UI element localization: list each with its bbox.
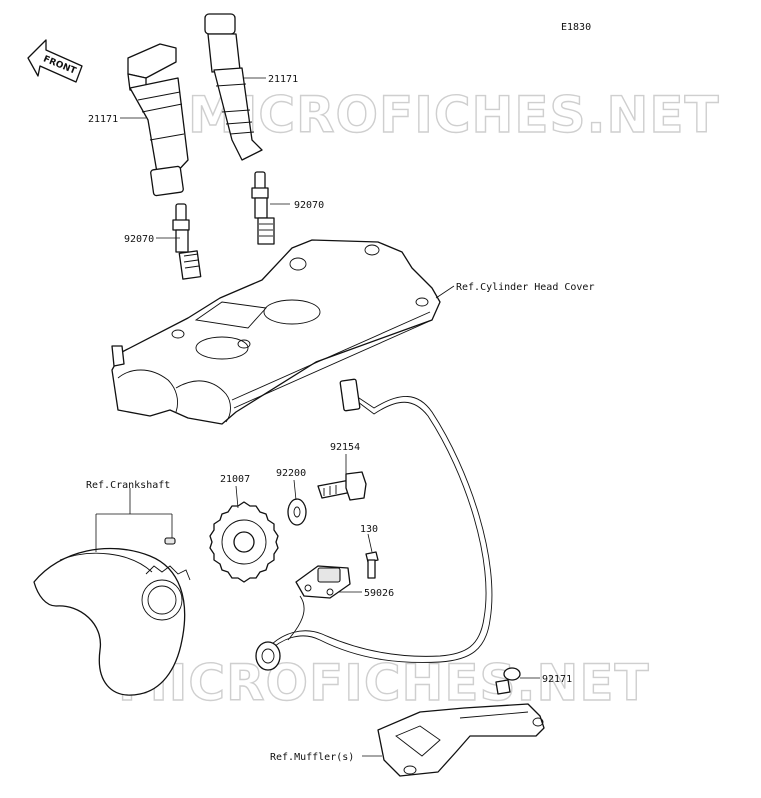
callout-rotor: 21007	[220, 474, 250, 485]
callout-coil-left: 21171	[88, 114, 118, 125]
callout-head-cover: Ref.Cylinder Head Cover	[456, 282, 594, 293]
crank-position-sensor	[295, 565, 351, 599]
watermark-bottom: MICROFICHES.NET	[118, 654, 650, 712]
ignition-coil-left	[127, 43, 189, 197]
ignition-coil-right	[204, 13, 263, 161]
front-arrow-icon: FRONT	[27, 39, 83, 83]
callout-bolt: 92154	[330, 442, 360, 453]
callout-crankshaft: Ref.Crankshaft	[86, 480, 170, 491]
cylinder-head-cover	[111, 239, 441, 425]
callout-washer: 92200	[276, 468, 306, 479]
timing-rotor	[209, 501, 279, 583]
callout-sensor: 59026	[364, 588, 394, 599]
washer	[287, 498, 307, 526]
wire-clamp	[495, 667, 521, 695]
callout-coil-right: 21171	[268, 74, 298, 85]
spark-plug-left	[172, 203, 202, 280]
sensor-wire-harness	[255, 378, 493, 671]
watermark-top: MICROFICHES.NET	[188, 86, 720, 144]
sensor-bolt	[365, 551, 379, 579]
callout-plug-right: 92070	[294, 200, 324, 211]
callout-clamp: 92171	[542, 674, 572, 685]
spark-plug-right	[251, 171, 275, 245]
callout-sensor-bolt: 130	[360, 524, 378, 535]
rotor-bolt	[317, 471, 367, 501]
crankshaft-flywheel	[33, 537, 191, 696]
diagram-code: E1830	[561, 22, 591, 33]
leader-lines	[95, 77, 540, 757]
callout-muffler: Ref.Muffler(s)	[270, 752, 354, 763]
muffler-bracket	[377, 703, 545, 777]
callout-plug-left: 92070	[124, 234, 154, 245]
